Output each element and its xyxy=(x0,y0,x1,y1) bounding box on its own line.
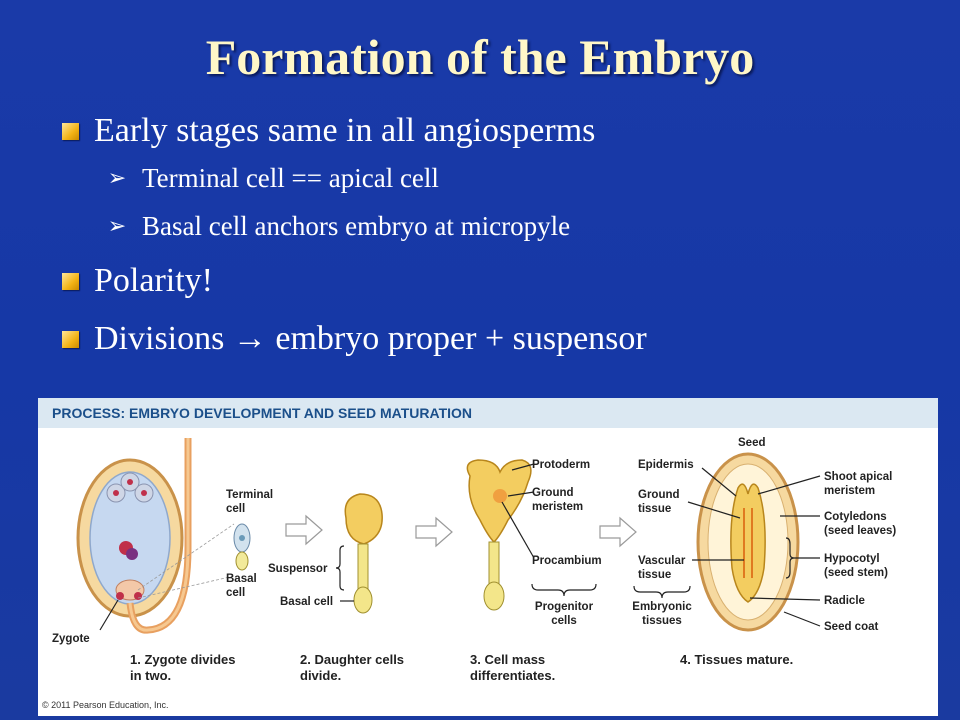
ovule-illustration xyxy=(76,438,235,634)
step-2-caption: 2. Daughter cells xyxy=(300,652,404,667)
early-embryo xyxy=(344,493,383,614)
step-1-caption-line2: in two. xyxy=(130,668,171,683)
ground-tissue-label: Ground xyxy=(638,489,680,501)
basal-cell-label: Basal xyxy=(226,573,257,585)
sub-bullet-item: ➢ Terminal cell == apical cell xyxy=(104,154,942,202)
vascular-tissue-label: Vascular xyxy=(638,555,686,567)
hypocotyl-label: Hypocotyl xyxy=(824,553,880,565)
two-cell-embryo xyxy=(233,523,251,571)
step-4-caption: 4. Tissues mature. xyxy=(680,652,793,667)
cotyledons-label: Cotyledons xyxy=(824,511,887,523)
ground-meristem-label: Ground xyxy=(532,487,574,499)
figure-header: PROCESS: EMBRYO DEVELOPMENT AND SEED MAT… xyxy=(38,398,938,428)
step-2-caption-line2: divide. xyxy=(300,668,341,683)
bullet-item: Polarity! xyxy=(62,258,942,304)
step-3-caption-line2: differentiates. xyxy=(470,668,555,683)
protoderm-label: Protoderm xyxy=(532,459,590,471)
right-arrow-icon xyxy=(285,514,323,546)
bullet-item: Early stages same in all angiosperms xyxy=(62,108,942,154)
copyright-notice: © 2011 Pearson Education, Inc. xyxy=(42,700,169,710)
mature-seed xyxy=(696,452,800,632)
suspensor-label: Suspensor xyxy=(268,563,328,575)
cotyledons-label-line2: (seed leaves) xyxy=(824,525,896,537)
step-1-caption: 1. Zygote divides xyxy=(130,652,235,667)
radicle-label: Radicle xyxy=(824,595,865,607)
progenitor-cells-label-line2: cells xyxy=(551,615,577,627)
epidermis-label: Epidermis xyxy=(638,459,694,471)
square-bullet-icon xyxy=(62,122,79,140)
bullet-item: Divisions → embryo proper + suspensor xyxy=(62,316,942,362)
bullet-text: Basal cell anchors embryo at micropyle xyxy=(142,210,571,241)
shoot-apical-meristem-label-line2: meristem xyxy=(824,485,875,497)
bullet-text: Polarity! xyxy=(94,262,213,299)
ground-tissue-label-line2: tissue xyxy=(638,503,671,515)
embryo-development-figure: Zygote Terminal cell Basal cell Suspenso… xyxy=(38,398,938,716)
embryonic-tissues-label: Embryonic xyxy=(632,601,692,613)
zygote-label: Zygote xyxy=(52,633,90,645)
bullet-text: Early stages same in all angiosperms xyxy=(94,112,596,149)
step-3-caption: 3. Cell mass xyxy=(470,652,545,667)
heart-stage-embryo xyxy=(466,459,532,611)
basal-cell-label-line2: cell xyxy=(226,587,245,599)
hypocotyl-label-line2: (seed stem) xyxy=(824,567,888,579)
terminal-cell-label-line2: cell xyxy=(226,503,245,515)
bullet-list: Early stages same in all angiosperms ➢ T… xyxy=(62,108,942,362)
square-bullet-icon xyxy=(62,272,79,290)
procambium-label: Procambium xyxy=(532,555,602,567)
embryonic-tissues-label-line2: tissues xyxy=(642,615,682,627)
shoot-apical-meristem-label: Shoot apical xyxy=(824,471,892,483)
sub-bullet-item: ➢ Basal cell anchors embryo at micropyle xyxy=(104,202,942,250)
ground-meristem-label-line2: meristem xyxy=(532,501,583,513)
bullet-text: Divisions → embryo proper + suspensor xyxy=(94,320,647,357)
right-arrow-icon xyxy=(415,516,453,548)
arrow-bullet-icon: ➢ xyxy=(107,213,127,238)
slide-title: Formation of the Embryo xyxy=(205,29,755,85)
vascular-tissue-label-line2: tissue xyxy=(638,569,671,581)
basal-cell-label-stage2: Basal cell xyxy=(280,596,333,608)
embryo-diagram: Zygote Terminal cell Basal cell Suspenso… xyxy=(52,437,896,683)
arrow-bullet-icon: ➢ xyxy=(107,165,127,190)
bullet-text: Terminal cell == apical cell xyxy=(142,162,439,193)
seed-coat-label: Seed coat xyxy=(824,621,878,633)
right-arrow-icon xyxy=(599,516,637,548)
terminal-cell-label: Terminal xyxy=(226,489,273,501)
seed-label: Seed xyxy=(738,437,766,449)
square-bullet-icon xyxy=(62,330,79,348)
progenitor-cells-label: Progenitor xyxy=(535,601,594,613)
